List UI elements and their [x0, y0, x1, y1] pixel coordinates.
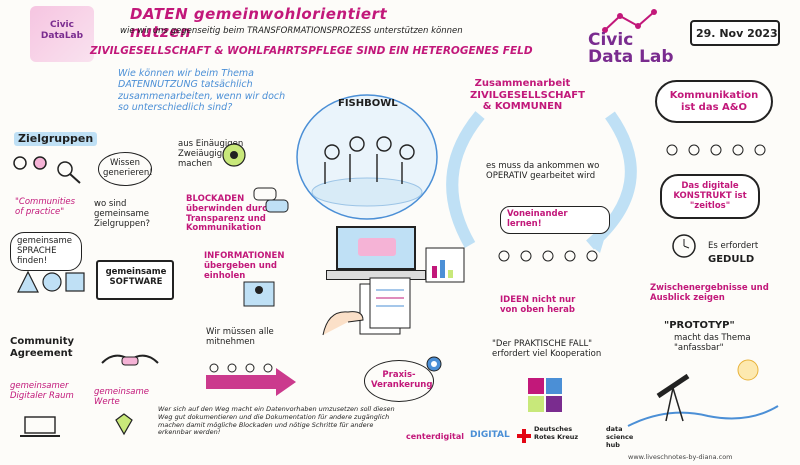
werte: gemeinsame Werte [94, 387, 150, 407]
fishbowl-illustration [296, 94, 438, 220]
puzzle-icon [528, 378, 562, 412]
eye-icon [222, 143, 246, 167]
telescope-landscape-icon [627, 359, 779, 427]
digitaler-raum: gemeinsamer Digitaler Raum [10, 381, 74, 401]
handshake-icon [101, 354, 159, 366]
kommunikation-bubble: Kommunikation ist das A&O [655, 80, 773, 123]
brand-line1: Civic [588, 30, 634, 50]
sprache-bubble: gemeinsame SPRACHE finden! [10, 232, 82, 272]
speech-bubbles-icon [253, 187, 289, 213]
fishbowl-label: FISHBOWL [338, 98, 398, 109]
footer-credit: www.liveschnotes-by-diana.com [628, 453, 733, 461]
date-box: 29. Nov 2023 [690, 20, 780, 46]
gemeinsame-zielgruppen: wo sind gemeinsame Zielgruppen? [94, 199, 150, 229]
tagline: ZIVILGESELLSCHAFT & WOHLFAHRTSPFLEGE SIN… [90, 45, 533, 57]
logo-data-science-hub: data science hub [606, 425, 634, 449]
date-text: 29. Nov 2023 [696, 27, 778, 40]
einaeugige-text: aus Einäugigen Zweiäugige machen [178, 139, 244, 169]
network-logo-icon [602, 9, 657, 33]
konstrukt-bubble: Das digitale KONSTRUKT ist "zeitlos" [660, 174, 760, 220]
praktische-text: "Der PRAKTISCHE FALL" erfordert viel Koo… [492, 339, 602, 359]
ideen-text: IDEEN nicht nur von oben herab [500, 295, 576, 315]
brand-line2: Data Lab [588, 47, 674, 67]
geduld-text: GEDULD [708, 254, 755, 265]
main-question: Wie können wir beim Thema DATENNUTZUNG t… [118, 68, 286, 114]
zwischen-text: Zwischenergebnisse und Ausblick zeigen [650, 283, 769, 303]
zusammenarbeit-text: Zusammenarbeit ZIVILGESELLSCHAFT & KOMMU… [470, 78, 585, 112]
wissen-bubble: Wissen generieren! [98, 152, 153, 186]
shapes-icon [17, 270, 85, 293]
people-icon [13, 156, 81, 184]
bottom-note: Wer sich auf den Weg macht ein Datenvorh… [158, 405, 395, 437]
center-screen-logo [358, 238, 396, 256]
badge-line2: DataLab [40, 31, 84, 41]
laptop-icon [20, 416, 60, 437]
voneinander-text: Voneinander lernen! [500, 206, 610, 234]
mitnehmen-text: Wir müssen alle mitnehmen [206, 327, 274, 347]
zielgruppen-heading: Zielgruppen [14, 132, 98, 147]
communities-text: "Communities of practice" [15, 197, 76, 217]
logo-centerdigital: centerdigital [406, 432, 464, 441]
geduld-top: Es erfordert [708, 241, 759, 251]
informationen-text: INFORMATIONEN übergeben und einholen [204, 251, 285, 281]
people-network-icon [666, 144, 766, 156]
gear-icon [426, 356, 442, 372]
software-text: gemeinsame SOFTWARE [105, 267, 167, 287]
hand-icon [322, 311, 364, 336]
page-title: DATEN gemeinwohlorientiert nutzen [130, 5, 388, 41]
praxis-text: Praxis-Verankerung [364, 360, 434, 402]
blockaden-text: BLOCKADEN überwinden durch Transparenz u… [186, 194, 274, 234]
logo-drk: Deutsches Rotes Kreuz [534, 425, 579, 441]
center-screen [336, 226, 416, 270]
group-arrow-icon [206, 363, 296, 396]
software-monitor: gemeinsame SOFTWARE [96, 260, 174, 300]
diamond-icon [115, 413, 133, 436]
chart-sheet-icon [425, 247, 465, 283]
civic-data-lab-badge: Civic DataLab [30, 6, 94, 62]
documents-icon [359, 277, 411, 335]
info-person-icon [243, 281, 275, 307]
red-cross-icon [517, 429, 531, 443]
operativ-text: es muss da ankommen wo OPERATIV gearbeit… [486, 161, 600, 181]
page-subtitle: wie wir uns gegenseitig beim TRANSFORMAT… [120, 26, 463, 36]
logo-digital: DIGITAL [470, 430, 510, 440]
fassbar-text: macht das Thema "anfassbar" [674, 333, 751, 353]
community-agreement: Community Agreement [10, 336, 75, 359]
prototyp-text: "PROTOTYP" [664, 320, 735, 331]
group-questions-icon [498, 250, 598, 262]
clock-icon [672, 234, 696, 258]
badge-line1: Civic [50, 20, 74, 30]
